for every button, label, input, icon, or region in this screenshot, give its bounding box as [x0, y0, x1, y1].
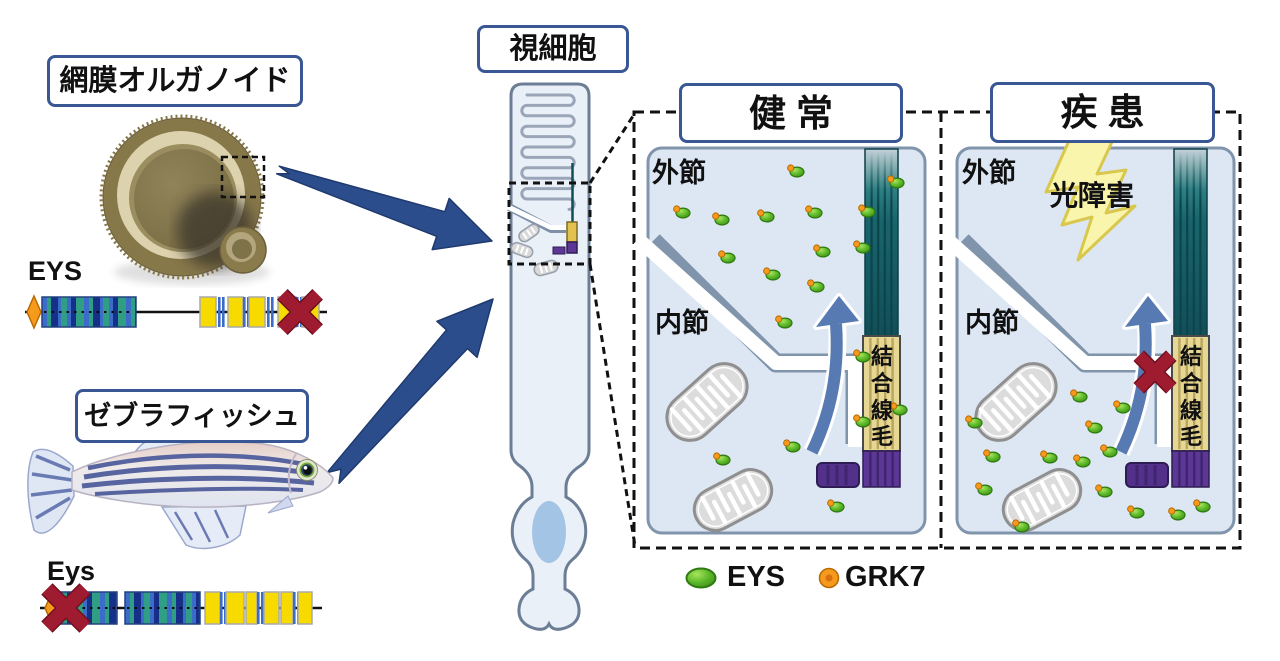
zebrafish-eye [296, 459, 318, 481]
inner-segment-label-healthy: 内節 [655, 308, 709, 338]
transport-arrow [803, 293, 862, 456]
legend [685, 567, 840, 589]
healthy-label: 健常 [679, 83, 903, 143]
photoreceptor-label: 視細胞 [477, 25, 629, 73]
mini-mitochondrion [533, 259, 559, 277]
basal-body [1125, 462, 1169, 488]
legend-grk7-label: GRK7 [845, 561, 926, 593]
outer-segment-label-healthy: 外節 [652, 158, 706, 188]
membrane-discs [520, 93, 576, 211]
panel-healthy [633, 146, 927, 535]
outer-segment-label-disease: 外節 [962, 158, 1016, 188]
nucleus [532, 501, 566, 563]
connecting-cilium-column [1171, 335, 1210, 452]
basal-body [816, 462, 860, 488]
gene-human-label: EYS [28, 256, 83, 286]
zebrafish-illustration [27, 432, 334, 550]
connecting-cilium-label-healthy: 結合線毛 [870, 344, 893, 450]
mitochondrion [665, 362, 749, 442]
organoid-label: 網膜オルガノイド [47, 55, 303, 107]
axoneme-column [1173, 148, 1208, 337]
light-damage-label: 光障害 [1050, 180, 1135, 211]
mitochondrion [1001, 468, 1083, 532]
retinal-organoid [99, 114, 270, 285]
blocked-x-icon [1133, 350, 1177, 394]
legend-eys-icon [685, 567, 717, 589]
cilium-base-column [1171, 450, 1210, 488]
zebrafish-label: ゼブラフィッシュ [75, 389, 309, 443]
lightning-icon [1044, 132, 1137, 262]
link-arrows [275, 165, 494, 485]
mini-mitochondrion [510, 241, 534, 259]
cell-zoom-box [507, 181, 592, 266]
organoid-zoom-box [220, 155, 266, 199]
comparison-frame [632, 110, 1242, 550]
mitochondrion [692, 468, 774, 532]
gene-diagram-fish-eys [40, 583, 322, 633]
connecting-cilium-label-disease: 結合線毛 [1179, 344, 1202, 450]
gene-fish-label: Eys [47, 556, 96, 586]
gene-diagram-human-eys [25, 289, 327, 335]
cilium-base-column [862, 450, 901, 488]
mini-mitochondrion [518, 223, 540, 243]
panel-disease [942, 132, 1236, 535]
disease-label: 疾患 [990, 82, 1215, 143]
inner-segment-label-disease: 内節 [965, 308, 1019, 338]
photoreceptor-cell [503, 82, 637, 631]
mitochondrion [974, 362, 1058, 442]
legend-eys-label: EYS [727, 561, 786, 593]
